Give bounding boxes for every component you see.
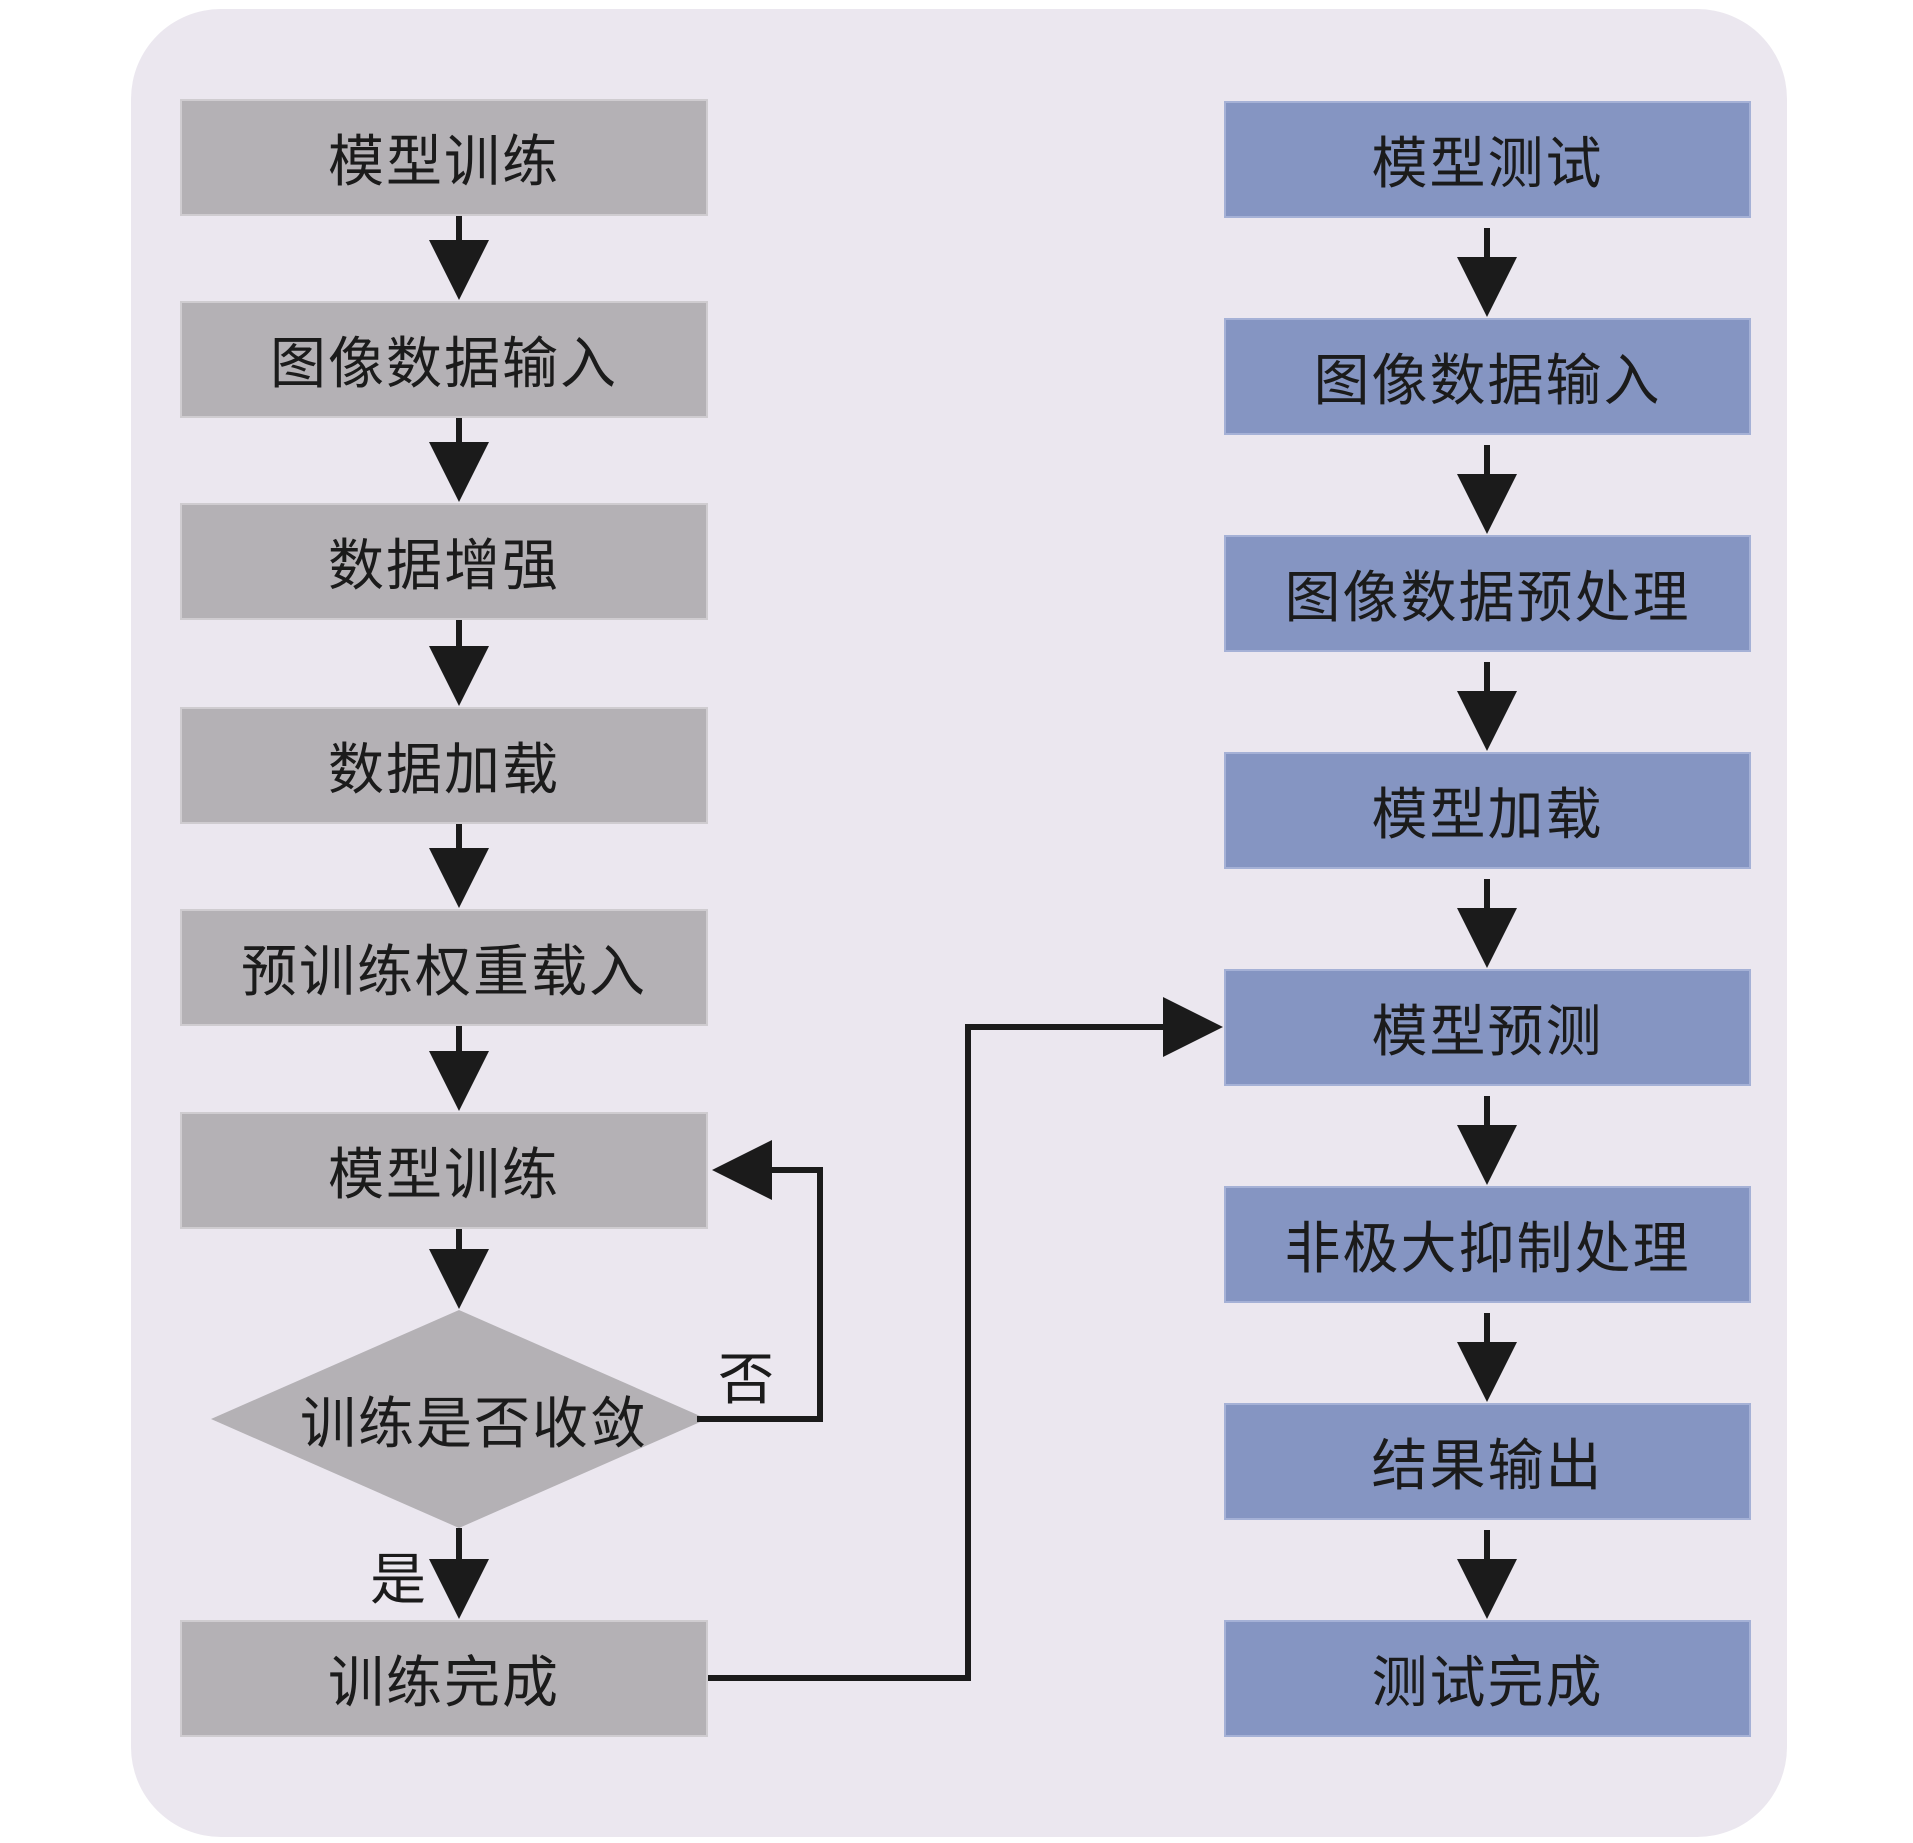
train-step-data-loading: 数据加载 bbox=[180, 707, 708, 824]
test-step-done: 测试完成 bbox=[1224, 1620, 1751, 1737]
train-step-data-augmentation: 数据增强 bbox=[180, 503, 708, 620]
yes-branch-label: 是 bbox=[370, 1548, 426, 1613]
train-step-model-training: 模型训练 bbox=[180, 1112, 708, 1229]
test-step-image-input: 图像数据输入 bbox=[1224, 318, 1751, 435]
test-step-result-output: 结果输出 bbox=[1224, 1403, 1751, 1520]
arrow-train-to-test bbox=[708, 997, 1223, 1681]
test-step-nms: 非极大抑制处理 bbox=[1224, 1186, 1751, 1303]
decision-converged: 训练是否收敛 bbox=[211, 1310, 707, 1528]
test-step-model-testing-title: 模型测试 bbox=[1224, 101, 1751, 218]
test-step-preprocessing: 图像数据预处理 bbox=[1224, 535, 1751, 652]
train-step-done: 训练完成 bbox=[180, 1620, 708, 1737]
train-step-pretrained-weights: 预训练权重载入 bbox=[180, 909, 708, 1026]
test-step-model-loading: 模型加载 bbox=[1224, 752, 1751, 869]
test-step-model-prediction: 模型预测 bbox=[1224, 969, 1751, 1086]
train-step-image-input: 图像数据输入 bbox=[180, 301, 708, 418]
train-step-model-training-title: 模型训练 bbox=[180, 99, 708, 216]
arrow-loop-no bbox=[697, 1140, 823, 1422]
decision-label: 训练是否收敛 bbox=[300, 1391, 648, 1457]
no-branch-label: 否 bbox=[718, 1348, 774, 1413]
